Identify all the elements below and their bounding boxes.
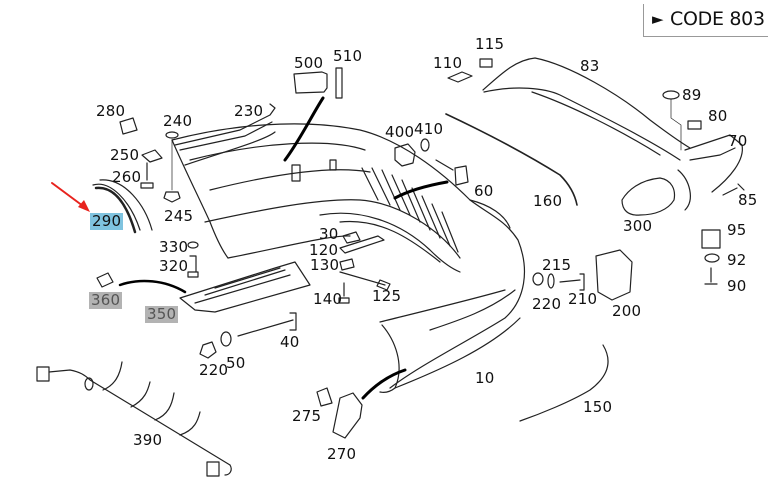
part-160-strip	[445, 113, 578, 206]
part-410-ring	[420, 138, 430, 152]
callout-390[interactable]: 390	[133, 431, 163, 449]
callout-230[interactable]: 230	[234, 102, 264, 120]
part-230-strip	[174, 103, 276, 166]
part-215-washer	[547, 273, 555, 289]
callout-220a[interactable]: 220	[199, 361, 229, 379]
callout-83[interactable]: 83	[580, 57, 600, 75]
part-140-bolt	[338, 282, 350, 304]
part-510-clip	[335, 67, 343, 99]
part-270-cover	[332, 392, 363, 439]
part-300-exhaust	[621, 169, 691, 216]
callout-210[interactable]: 210	[568, 290, 598, 308]
callout-70[interactable]: 70	[728, 132, 748, 150]
callout-150[interactable]: 150	[583, 398, 613, 416]
arrow-60	[393, 180, 449, 200]
callout-120[interactable]: 120	[309, 241, 339, 259]
part-40-rod	[237, 312, 297, 337]
part-260-screw	[140, 162, 154, 189]
part-83-trim	[482, 57, 691, 161]
callout-240[interactable]: 240	[163, 112, 193, 130]
part-200-bracket	[595, 249, 633, 301]
callout-90[interactable]: 90	[727, 277, 747, 295]
callout-85[interactable]: 85	[738, 191, 758, 209]
part-110-clip	[447, 71, 473, 83]
callout-40[interactable]: 40	[280, 333, 300, 351]
code-box: ► CODE 803	[643, 4, 768, 37]
part-120-bracket	[339, 235, 385, 254]
part-210-bolt	[559, 273, 585, 291]
right-arrow-icon: ►	[652, 10, 664, 28]
callout-220b[interactable]: 220	[532, 295, 562, 313]
callout-50[interactable]: 50	[226, 354, 246, 372]
part-245-nut	[163, 191, 181, 203]
callout-275[interactable]: 275	[292, 407, 322, 425]
callout-500[interactable]: 500	[294, 54, 324, 72]
part-60-bracket	[435, 159, 469, 186]
part-360-clip	[96, 272, 114, 288]
code-label: CODE 803	[670, 8, 765, 30]
callout-410[interactable]: 410	[414, 120, 444, 138]
part-115-clip	[479, 58, 493, 68]
callout-330[interactable]: 330	[159, 238, 189, 256]
part-275-clip	[316, 387, 333, 407]
part-320-bolt	[187, 255, 199, 278]
callout-300[interactable]: 300	[623, 217, 653, 235]
callout-270[interactable]: 270	[327, 445, 357, 463]
callout-250[interactable]: 250	[110, 146, 140, 164]
part-290-trim	[92, 179, 153, 234]
callout-115[interactable]: 115	[475, 35, 505, 53]
part-70-panel	[684, 134, 743, 193]
part-350-tray	[179, 261, 311, 313]
callout-280[interactable]: 280	[96, 102, 126, 120]
part-80-clip	[687, 120, 702, 130]
arrow-270	[361, 368, 407, 400]
callout-80[interactable]: 80	[708, 107, 728, 125]
arrow-500	[283, 96, 325, 162]
callout-92[interactable]: 92	[727, 251, 747, 269]
callout-350[interactable]: 350	[145, 305, 179, 323]
callout-110[interactable]: 110	[433, 54, 463, 72]
bumper-cover	[171, 123, 525, 393]
part-400-sensor	[394, 143, 416, 167]
part-89-grommet	[662, 90, 680, 100]
part-220-nut	[199, 341, 217, 359]
callout-89[interactable]: 89	[682, 86, 702, 104]
part-92-washer	[704, 253, 720, 263]
part-150-strip	[519, 344, 609, 422]
callout-200[interactable]: 200	[612, 302, 642, 320]
callout-510[interactable]: 510	[333, 47, 363, 65]
callout-130[interactable]: 130	[310, 256, 340, 274]
callout-125[interactable]: 125	[372, 287, 402, 305]
callout-95[interactable]: 95	[727, 221, 747, 239]
part-390-harness	[36, 361, 232, 477]
leader-89	[670, 98, 682, 151]
callout-10[interactable]: 10	[475, 369, 495, 387]
callout-360[interactable]: 360	[89, 291, 123, 309]
part-220b-nut	[532, 272, 544, 286]
part-30-clip	[342, 231, 361, 244]
part-90-screw	[704, 267, 718, 285]
callout-140[interactable]: 140	[313, 290, 343, 308]
part-130-clip	[339, 258, 355, 271]
callout-245[interactable]: 245	[164, 207, 194, 225]
part-85-pin	[722, 183, 745, 196]
callout-400[interactable]: 400	[385, 123, 415, 141]
part-125-strap	[339, 271, 391, 291]
callout-290-selected[interactable]: 290	[90, 212, 124, 230]
part-95-bracket	[701, 229, 721, 249]
callout-30[interactable]: 30	[319, 225, 339, 243]
part-330-washer	[187, 241, 199, 249]
part-280-clip	[119, 117, 138, 135]
pointer-arrow	[51, 182, 90, 212]
callout-215[interactable]: 215	[542, 256, 572, 274]
part-50-washer	[220, 331, 232, 347]
part-240-washer	[165, 131, 179, 139]
arrow-360	[118, 279, 187, 294]
callout-260[interactable]: 260	[112, 168, 142, 186]
part-500-cover	[293, 71, 328, 94]
callout-160[interactable]: 160	[533, 192, 563, 210]
part-250-clip	[141, 149, 163, 163]
callout-320[interactable]: 320	[159, 257, 189, 275]
callout-60[interactable]: 60	[474, 182, 494, 200]
